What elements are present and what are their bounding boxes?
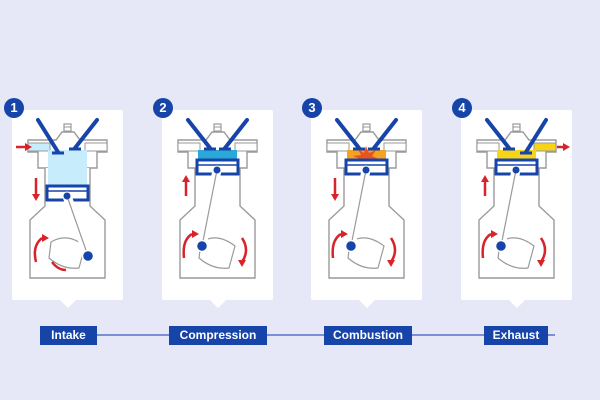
rotation-arrow-left-head — [192, 230, 199, 238]
combustion-chamber-charge — [198, 150, 237, 160]
intake-port — [177, 142, 201, 152]
card-pointer — [358, 300, 375, 308]
rotation-arrow-icon — [331, 230, 397, 267]
intake-valve — [335, 118, 361, 150]
connecting-rod — [500, 169, 517, 247]
stroke-number-badge-4: 4 — [452, 98, 472, 118]
rotation-arrow-right — [539, 237, 547, 263]
crank-web — [48, 237, 86, 269]
card-pointer — [59, 300, 76, 308]
exhaust-valve — [223, 118, 249, 150]
rotation-arrow-left-head — [491, 230, 498, 238]
engine-illustration-compression — [177, 118, 258, 279]
engine-illustration-exhaust — [476, 118, 570, 279]
rotation-arrow-left — [331, 232, 342, 259]
exhaust-valve — [524, 118, 548, 154]
wrist-pin — [213, 166, 221, 174]
timeline-line — [40, 334, 555, 336]
crank-pin — [494, 239, 508, 253]
stroke-number-badge-1: 1 — [4, 98, 24, 118]
rotation-arrow-icon — [182, 230, 248, 267]
rotation-arrow-right — [240, 237, 248, 263]
rotation-arrow-right — [51, 261, 67, 272]
rotation-arrow-right — [389, 237, 397, 263]
stroke-number-badge-2: 2 — [153, 98, 173, 118]
stroke-label-combustion: Combustion — [324, 326, 412, 345]
stroke-card-combustion — [311, 110, 422, 308]
wrist-pin — [63, 192, 71, 200]
exhaust-port — [84, 142, 108, 152]
rotation-arrow-left-head — [42, 234, 49, 242]
stroke-number-badge-3: 3 — [302, 98, 322, 118]
exhaust-port — [533, 142, 557, 152]
stroke-card-compression — [162, 110, 273, 308]
crank-pin — [81, 249, 95, 263]
rotation-arrow-left-head — [341, 230, 348, 238]
rotation-arrow-icon — [33, 234, 67, 272]
rotation-arrow-right-head — [537, 260, 545, 267]
exhaust-valve — [73, 118, 99, 150]
piston-motion-arrow-head — [331, 194, 339, 201]
intake-port — [326, 142, 350, 152]
stroke-card-intake — [12, 110, 123, 308]
engine-illustration-intake — [16, 118, 108, 279]
intake-port — [476, 142, 500, 152]
stroke-label-exhaust: Exhaust — [484, 326, 548, 345]
stroke-card-exhaust — [461, 110, 572, 308]
intake-valve — [186, 118, 212, 150]
connecting-rod — [66, 195, 89, 257]
intake-valve — [485, 118, 511, 150]
exhaust-port — [234, 142, 258, 152]
exhaust-port — [383, 142, 407, 152]
connecting-rod — [350, 169, 367, 247]
exhaust-flow-arrow-head — [563, 143, 570, 151]
intake-flow-arrow-head — [25, 143, 32, 151]
connecting-rod — [201, 169, 218, 247]
rotation-arrow-left — [33, 237, 43, 263]
crank-pin — [344, 239, 358, 253]
piston-motion-arrow-head — [32, 194, 40, 201]
intake-valve — [36, 118, 60, 154]
card-pointer — [209, 300, 226, 308]
rotation-arrow-icon — [481, 230, 547, 267]
rotation-arrow-left — [182, 232, 193, 259]
piston-motion-arrow-head — [182, 175, 190, 182]
piston-motion-arrow-head — [481, 175, 489, 182]
combustion-chamber-charge — [48, 150, 87, 186]
card-pointer — [508, 300, 525, 308]
stroke-label-intake: Intake — [40, 326, 97, 345]
wrist-pin — [362, 166, 370, 174]
stroke-label-compression: Compression — [169, 326, 267, 345]
exhaust-valve — [372, 118, 398, 150]
engine-illustration-combustion — [326, 118, 407, 279]
rotation-arrow-right-head — [238, 260, 246, 267]
crank-pin — [195, 239, 209, 253]
wrist-pin — [512, 166, 520, 174]
rotation-arrow-left — [481, 232, 492, 259]
combustion-chamber-charge — [497, 150, 536, 160]
rotation-arrow-right-head — [387, 260, 395, 267]
